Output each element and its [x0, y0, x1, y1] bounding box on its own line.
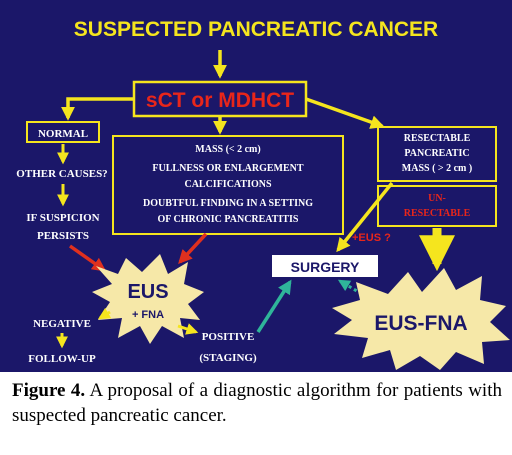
eusfna-burst-label: EUS-FNA	[374, 312, 467, 335]
imaging-label: sCT or MDHCT	[146, 89, 294, 112]
resectable-line2: PANCREATIC	[404, 148, 469, 159]
unresectable-line1: UN-	[428, 193, 446, 204]
positive-label: POSITIVE	[202, 331, 255, 343]
eus-burst	[92, 254, 204, 344]
resectable-line3: MASS ( > 2 cm )	[402, 163, 472, 174]
caption-text: A proposal of a diagnostic algorithm for…	[12, 380, 502, 426]
fullness-line2: CALCIFICATIONS	[184, 179, 271, 190]
normal-box	[26, 121, 100, 143]
arrow-eus-to-positive	[177, 323, 199, 335]
caption-label: Figure 4.	[12, 380, 86, 401]
diagram-title: SUSPECTED PANCREATIC CANCER	[74, 18, 438, 41]
negative-label: NEGATIVE	[33, 318, 91, 330]
arrow-imaging-to-resectable	[305, 97, 385, 129]
fullness-line1: FULLNESS OR ENLARGEMENT	[152, 163, 303, 174]
staging-label: (STAGING)	[199, 352, 257, 364]
resectable-box	[377, 126, 497, 182]
arrow-resectable-to-surgery	[336, 181, 394, 253]
arrow-eus-to-negative	[97, 307, 112, 320]
arrow-findings-to-eus	[178, 232, 208, 265]
doubtful-line1: DOUBTFUL FINDING IN A SETTING	[143, 198, 313, 209]
arrow-suspicion-to-eus	[68, 244, 107, 272]
algorithm-diagram: SUSPECTED PANCREATIC CANCER sCT or MDHCT…	[0, 0, 512, 372]
follow-up-label: FOLLOW-UP	[28, 353, 96, 365]
surgery-label: SURGERY	[291, 259, 360, 275]
unresectable-line2: RESECTABLE	[404, 208, 471, 219]
doubtful-line2: OF CHRONIC PANCREATITIS	[158, 214, 299, 225]
eus-label: EUS	[127, 281, 168, 303]
suspicion-line1: IF SUSPICION	[26, 212, 99, 224]
eusfna-burst	[332, 268, 510, 370]
unresectable-box	[377, 185, 497, 227]
surgery-box	[272, 255, 378, 277]
other-causes-label: OTHER CAUSES?	[16, 168, 107, 180]
resectable-line1: RESECTABLE	[404, 133, 471, 144]
normal-label: NORMAL	[38, 128, 88, 140]
findings-box	[112, 135, 344, 235]
plus-eus-label: +EUS ?	[352, 232, 391, 244]
eus-fna-label: + FNA	[132, 309, 164, 321]
arrow-imaging-to-normal	[61, 97, 134, 121]
mass-small-label: MASS (< 2 cm)	[195, 144, 260, 155]
figure-caption: Figure 4. A proposal of a diagnostic alg…	[12, 378, 502, 428]
suspicion-line2: PERSISTS	[37, 230, 89, 242]
arrow-positive-to-surgery	[256, 279, 292, 333]
